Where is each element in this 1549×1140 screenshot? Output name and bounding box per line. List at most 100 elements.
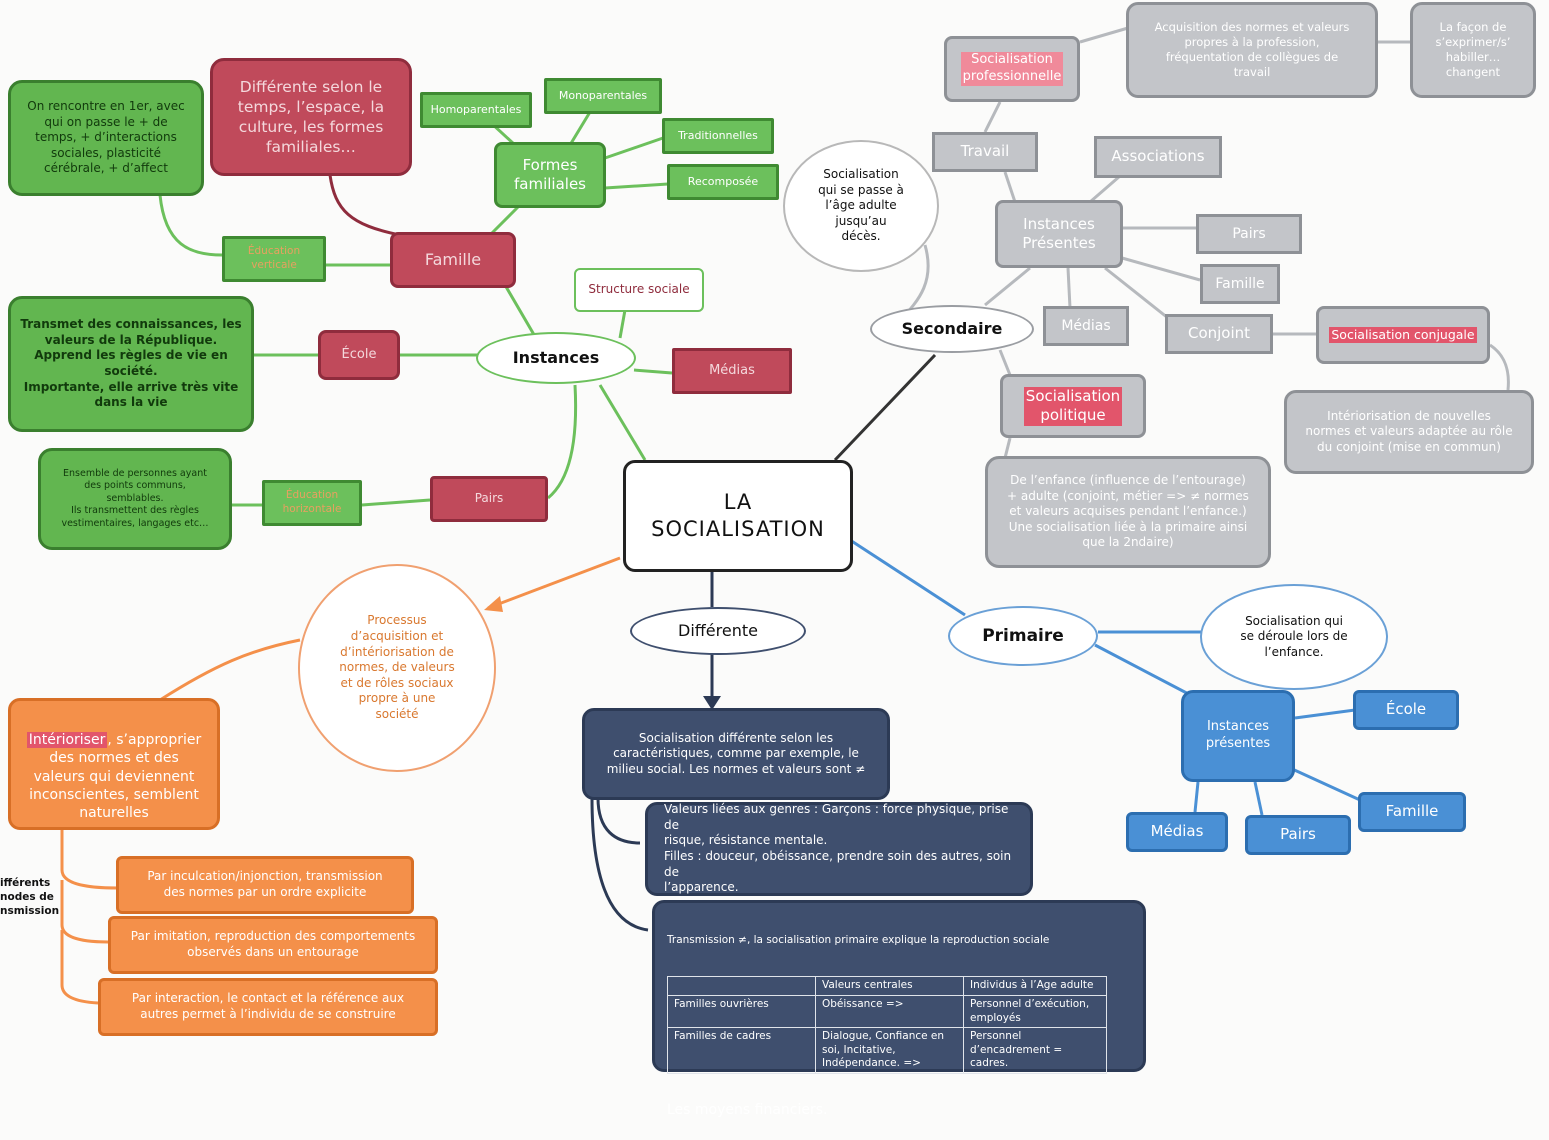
table-row: Familles de cadres Dialogue, Confiance e… <box>667 1027 1107 1075</box>
socialisation-pro-node: Socialisation professionnelle <box>944 36 1080 102</box>
link-secondaire-politique <box>998 349 1012 376</box>
transmission-title: Transmission ≠, la socialisation primair… <box>667 933 1050 946</box>
pairs-note: Ensemble de personnes ayant des points c… <box>38 448 232 550</box>
link-primaire-instances <box>1094 643 1201 702</box>
link-instances-travail <box>1003 171 1017 203</box>
interioriser-note: Intérioriser, s’approprier des normes et… <box>8 698 220 830</box>
table-row: Familles ouvrières Obéissance => Personn… <box>667 994 1107 1029</box>
conjoint-node: Conjoint <box>1165 314 1273 354</box>
link-modes-1 <box>60 830 119 890</box>
link-formes-trad <box>604 136 664 160</box>
arrow-processus <box>484 596 503 612</box>
link-instances-conjoint <box>1104 266 1169 320</box>
ecole-note: Transmet des connaissances, les valeurs … <box>8 296 254 432</box>
pairs-prim-node: Pairs <box>1245 815 1351 855</box>
socialisation-conjugale-label: Socialisation conjugale <box>1329 326 1477 344</box>
link-pro-acq <box>1079 26 1129 44</box>
link-travail-pro <box>983 101 1002 133</box>
formes-familiales-node: Formes familiales <box>494 142 606 208</box>
education-verticale-node: Éducation verticale <box>222 236 326 282</box>
link-instances-medias <box>633 368 673 375</box>
table-cell: Personnel d’exécution, employés <box>963 994 1107 1029</box>
age-adulte-note: Socialisation qui se passe à l’âge adult… <box>783 140 939 272</box>
conjugale-note: Intériorisation de nouvelles normes et v… <box>1284 390 1534 474</box>
socialisation-table: Valeurs centrales Individus à l’Age adul… <box>667 976 1107 1075</box>
table-header <box>667 976 816 996</box>
link-eduv-note <box>158 194 223 257</box>
interaction-node: Par interaction, le contact et la référe… <box>98 978 438 1036</box>
link-instances-ecole3 <box>1294 708 1356 720</box>
instances-node: Instances <box>476 332 636 384</box>
modes-label: ifférents nodes de nsmission <box>0 877 60 918</box>
link-secondaire-instances <box>984 266 1031 307</box>
link-instances-famille2 <box>1121 256 1201 282</box>
imitation-node: Par imitation, reproduction des comporte… <box>108 916 438 974</box>
traditionnelles-node: Traditionnelles <box>662 118 774 154</box>
link-formes-mono <box>568 111 592 146</box>
homoparentales-node: Homoparentales <box>420 92 532 128</box>
primaire-node: Primaire <box>948 606 1098 666</box>
differente-node: Différente <box>630 607 806 655</box>
table-cell: Obéissance => <box>815 994 964 1029</box>
link-instances-medias3 <box>1193 781 1200 813</box>
center-title-line2: SOCIALISATION <box>651 517 825 541</box>
socialisation-conjugale-node: Socialisation conjugale <box>1316 306 1490 364</box>
interioriser-rest: , s’approprier des normes et des valeurs… <box>29 732 202 821</box>
link-instances-assoc <box>1089 174 1121 204</box>
pairs-node: Pairs <box>430 476 548 522</box>
monoparentales-node: Monoparentales <box>544 78 662 114</box>
structure-sociale-node: Structure sociale <box>574 268 704 312</box>
link-famille-desc <box>328 174 401 237</box>
famille-sec-node: Famille <box>1200 264 1280 304</box>
table-cell: Personnel d’encadrement = cadres. <box>963 1027 1107 1075</box>
link-modes-2 <box>60 880 109 944</box>
facon-note: La façon de s’exprimer/s’ habiller… chan… <box>1410 2 1536 98</box>
interioriser-highlight: Intérioriser <box>26 732 108 749</box>
instances-presentes-sec-node: Instances Présentes <box>995 200 1123 268</box>
link-center-primaire <box>849 538 966 617</box>
instances-presentes-prim-node: Instances présentes <box>1181 690 1295 782</box>
ecole-node: École <box>318 330 400 380</box>
link-conjugale-note <box>1489 343 1510 391</box>
link-instances-medias2 <box>1066 267 1072 309</box>
education-horizontale-node: Éducation horizontale <box>262 480 362 526</box>
link-instances-center <box>598 384 647 461</box>
medias-sec-node: Médias <box>1043 306 1129 346</box>
link-famille-formes <box>488 203 522 237</box>
associations-node: Associations <box>1094 136 1222 178</box>
ecole-prim-node: École <box>1353 690 1459 730</box>
link-instances-structure <box>618 309 627 339</box>
famille-node: Famille <box>390 232 516 288</box>
enfance-note: Socialisation qui se déroule lors de l’e… <box>1200 584 1388 690</box>
moyens-financiers: Les moyens financiers. <box>667 1101 828 1118</box>
famille-prim-node: Famille <box>1358 792 1466 832</box>
pairs-sec-node: Pairs <box>1196 214 1302 254</box>
processus-note: Processus d’acquisition et d’intériorisa… <box>298 564 496 772</box>
link-center-secondaire <box>833 353 937 462</box>
medias-node: Médias <box>672 348 792 394</box>
center-title: LA SOCIALISATION <box>623 460 853 572</box>
socialisation-politique-label: Socialisation politique <box>1023 386 1123 426</box>
famille-desc: Différente selon le temps, l’espace, la … <box>210 58 412 176</box>
medias-prim-node: Médias <box>1126 812 1228 852</box>
table-cell: Dialogue, Confiance en soi, Incitative, … <box>815 1027 964 1075</box>
link-politique-note <box>1003 437 1012 459</box>
travail-node: Travail <box>932 132 1038 172</box>
center-title-line1: LA <box>723 489 753 514</box>
acquisition-note: Acquisition des normes et valeurs propre… <box>1126 2 1378 98</box>
table-header: Valeurs centrales <box>815 976 964 996</box>
table-cell: Familles ouvrières <box>667 994 816 1029</box>
link-desc-transmission <box>590 797 649 932</box>
link-instances-pairs3 <box>1253 781 1264 816</box>
link-desc-genres <box>596 797 641 845</box>
famille-note: On rencontre en 1er, avec qui on passe l… <box>8 80 204 196</box>
link-modes-3 <box>60 930 99 1005</box>
link-instances-pairs <box>547 384 578 500</box>
transmission-box: Transmission ≠, la socialisation primair… <box>652 900 1146 1118</box>
genres-note: Valeurs liées aux genres : Garçons : for… <box>645 802 1033 896</box>
socialisation-politique-node: Socialisation politique <box>1000 374 1146 438</box>
link-formes-recomp <box>604 182 669 190</box>
secondaire-node: Secondaire <box>870 305 1034 353</box>
link-pairs-eduh <box>361 498 431 507</box>
link-processus-interioriser <box>159 638 301 702</box>
